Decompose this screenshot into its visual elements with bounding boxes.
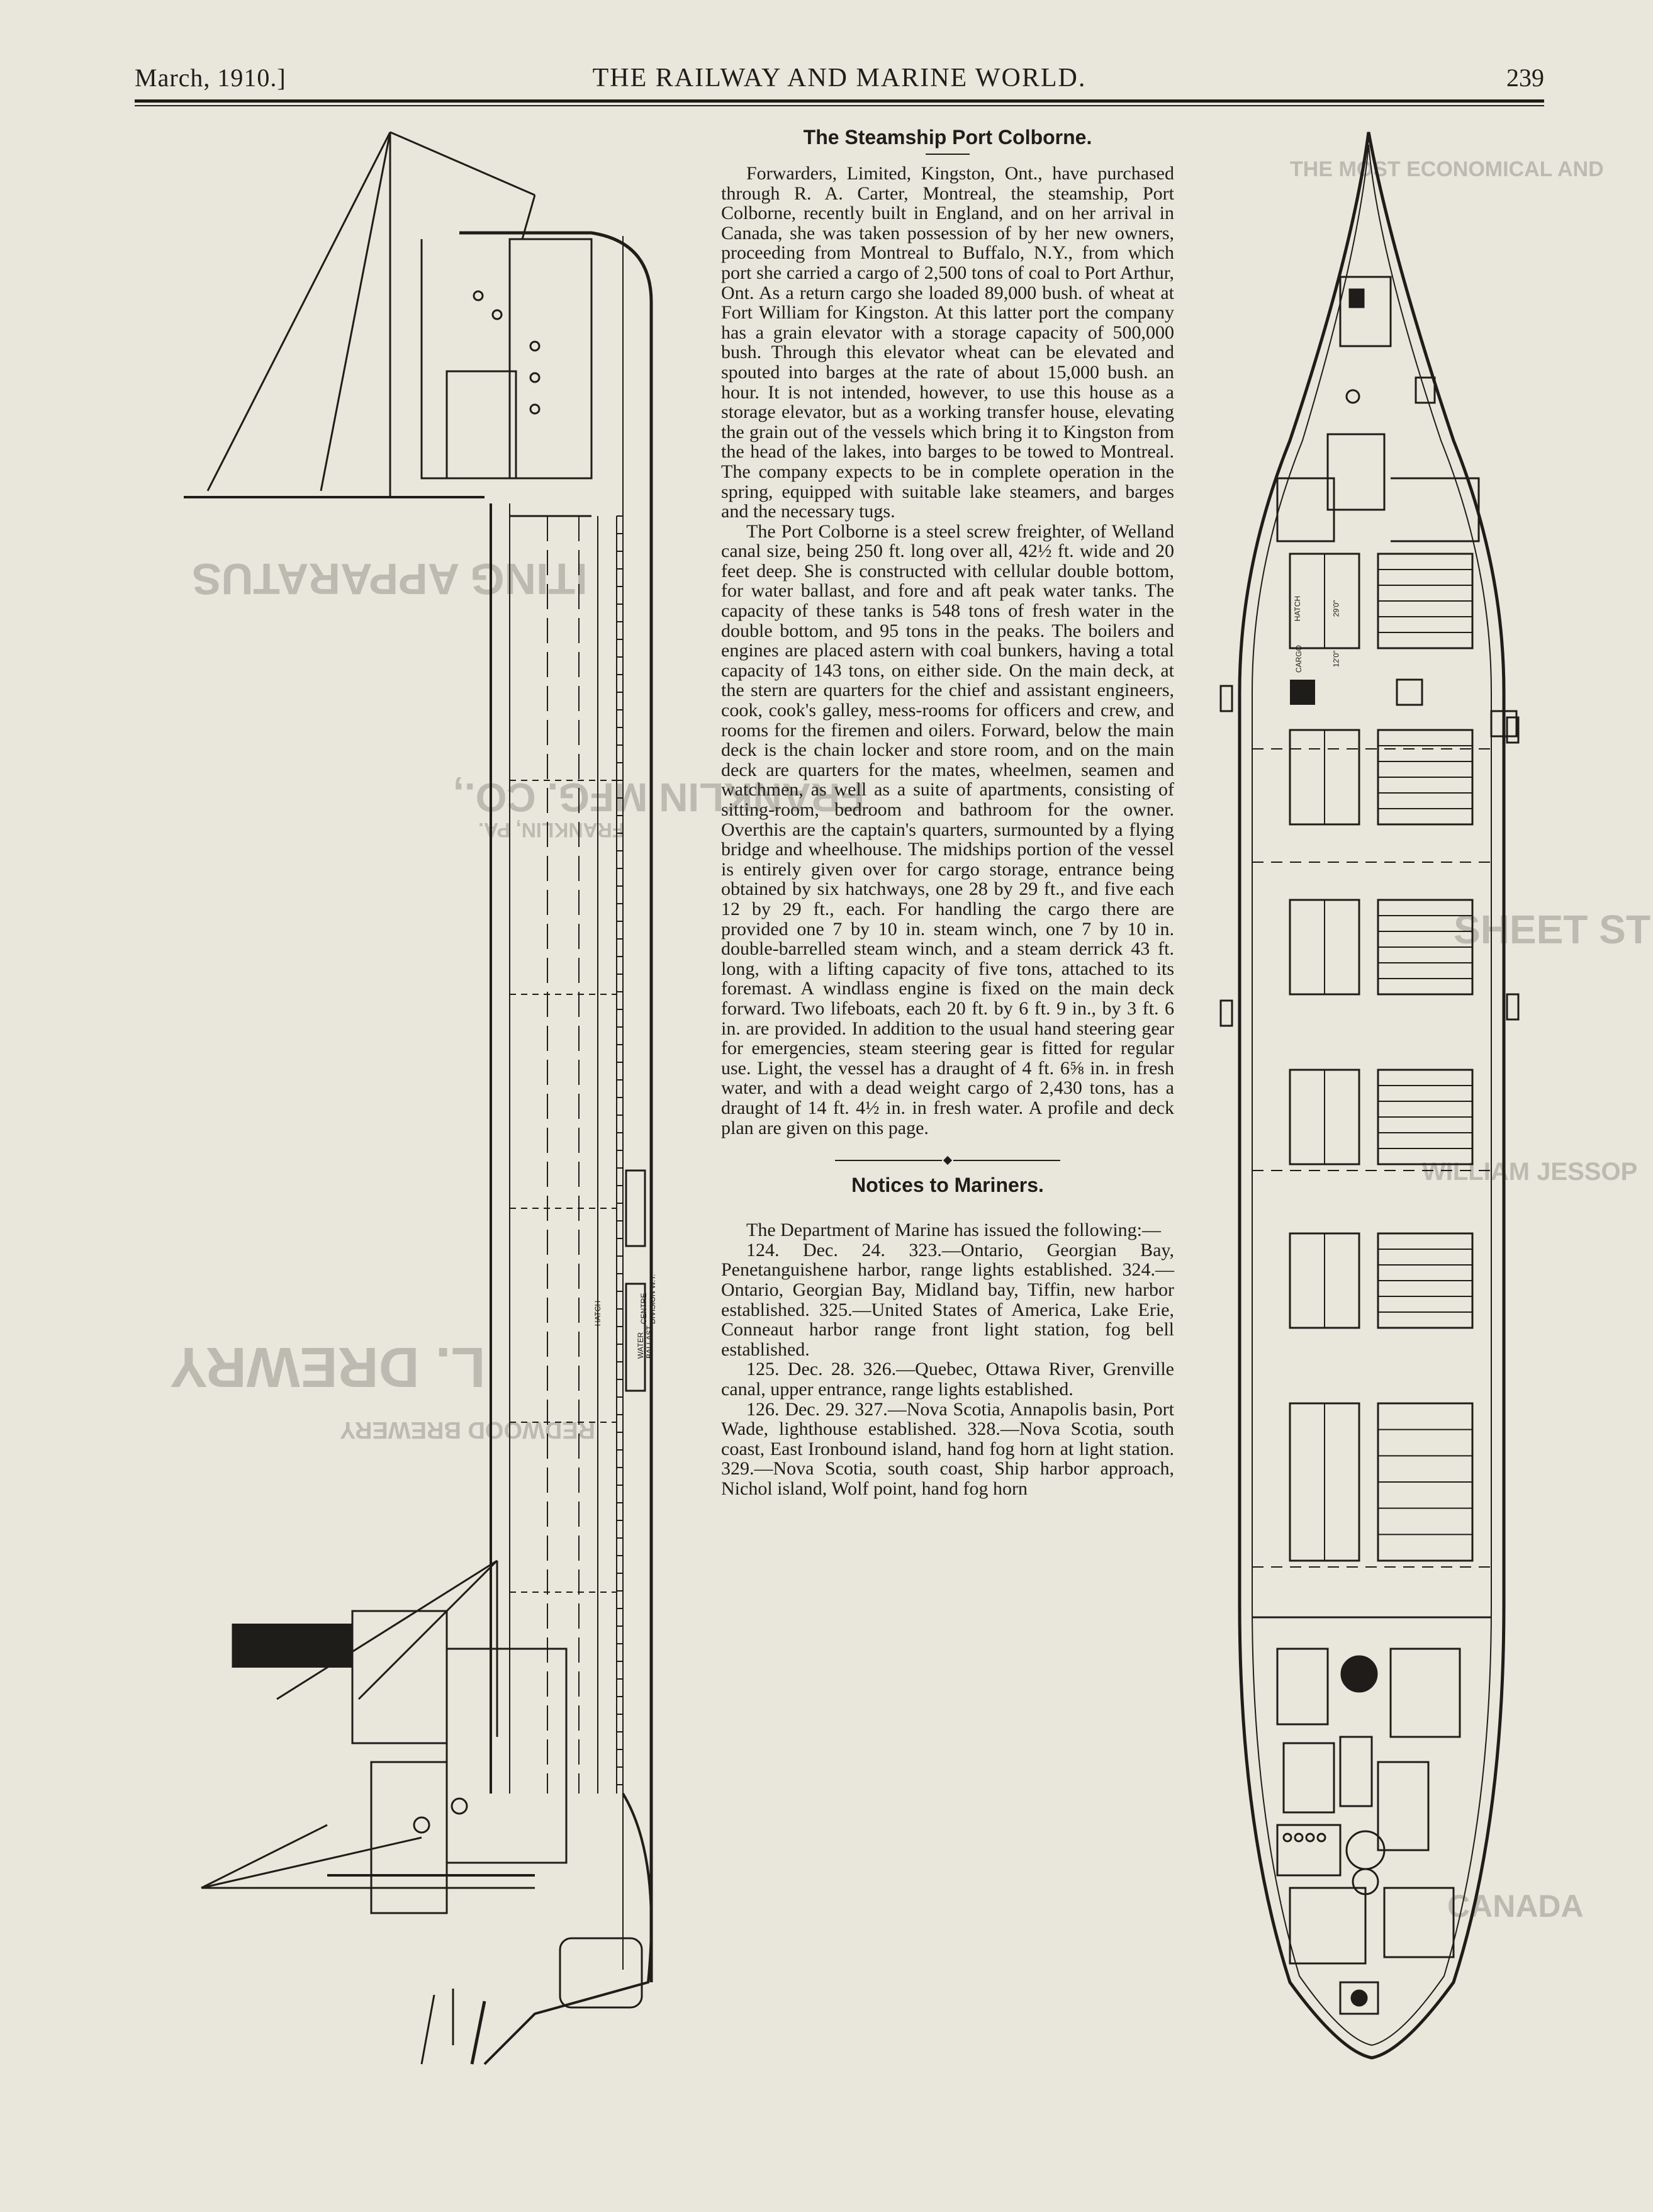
- notices-paragraph: 126. Dec. 29. 327.—Nova Scotia, Annapoli…: [721, 1398, 1174, 1499]
- plan-label-cargo: CARGO: [1294, 644, 1304, 673]
- bleed-through-text: THE MOST ECONOMICAL AND: [1290, 157, 1604, 181]
- issue-date: March, 1910.]: [135, 64, 286, 92]
- profile-label-centre-division: CENTRE DIVISION W.T.: [639, 1274, 657, 1324]
- article-title: The Steamship Port Colborne.: [803, 126, 1092, 149]
- notices-title: Notices to Mariners.: [851, 1173, 1044, 1196]
- section-divider: [721, 1149, 1174, 1169]
- profile-label-hatch: HATCH: [593, 1300, 603, 1327]
- ship-profile-drawing: HATCH WATER BALLAST CENTRE DIVISION W.T.: [182, 126, 673, 2077]
- notices-paragraph: The Department of Marine has issued the …: [746, 1220, 1162, 1241]
- plan-label-dimension: 29'0": [1331, 600, 1341, 617]
- title-rule: [926, 154, 970, 155]
- bleed-through-text: SHEET STEEL: [1454, 907, 1653, 952]
- journal-title: THE RAILWAY AND MARINE WORLD.: [592, 64, 1087, 93]
- notices-paragraph: 124. Dec. 24. 323.—Ontario, Georgian Bay…: [721, 1239, 1174, 1360]
- bleed-through-text: WILLIAM JESSOP: [1422, 1158, 1638, 1186]
- article-column: The Steamship Port Colborne. Forwarders,…: [721, 125, 1174, 2176]
- header-rule: [135, 105, 1544, 106]
- notices-paragraph: 125. Dec. 28. 326.—Quebec, Ottawa River,…: [721, 1359, 1174, 1400]
- plan-label-dimension: 12'0": [1331, 650, 1341, 668]
- article-paragraph: The Port Colborne is a steel screw freig…: [721, 520, 1174, 1138]
- plan-label-hatch: HATCH: [1293, 595, 1303, 622]
- article-paragraph: Forwarders, Limited, Kingston, Ont., hav…: [721, 163, 1174, 522]
- header-rule: [135, 99, 1544, 103]
- page-number: 239: [1506, 64, 1544, 92]
- running-header: March, 1910.] THE RAILWAY AND MARINE WOR…: [135, 63, 1544, 98]
- deck-plan-drawing: HATCH CARGO 12'0" 29'0": [1214, 126, 1542, 2077]
